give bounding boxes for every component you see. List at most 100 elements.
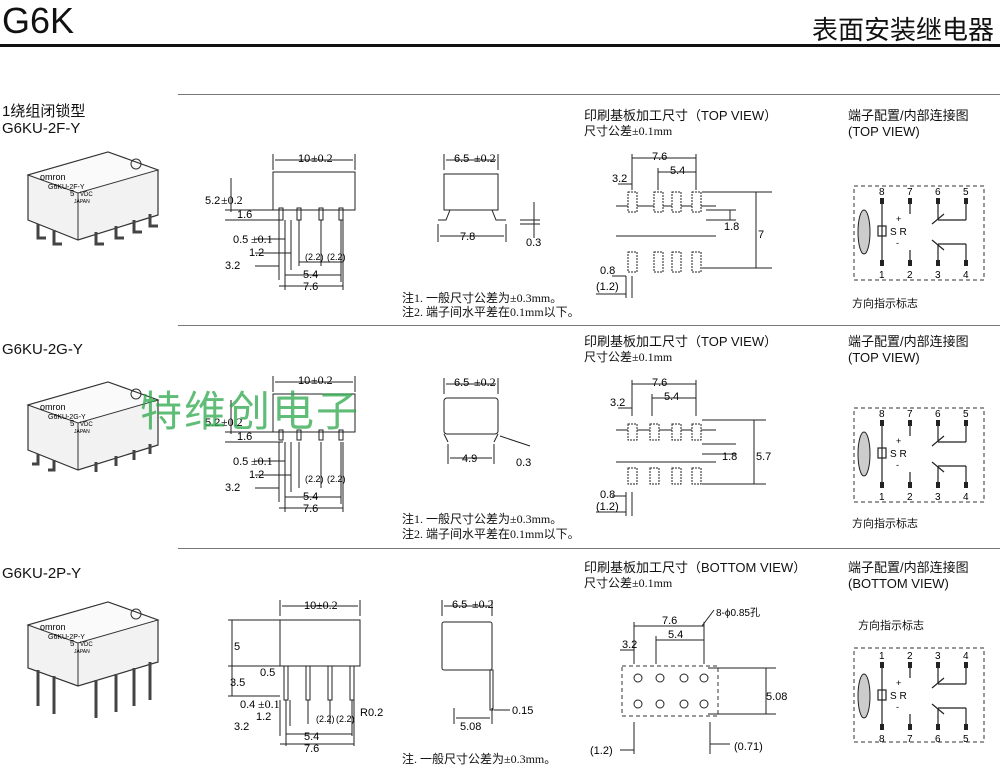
note-1-3: 注. 一般尺寸公差为±0.3mm。: [402, 752, 557, 766]
dim-2-2-b-3: (2.2): [336, 714, 355, 724]
dim-7-6-3: 7.6: [304, 743, 319, 755]
coil-sr-2: S R: [890, 449, 907, 460]
section-separator-3: [178, 548, 1000, 549]
pcb-dim-0-71: (0.71): [734, 741, 763, 753]
dim-0-5-3: 0.5: [260, 667, 275, 679]
dim-1-2-3: 1.2: [256, 711, 271, 723]
pcb-dim-3-2-2: 3.2: [610, 397, 625, 409]
section-separator-1: [178, 94, 1000, 95]
photo-origin: JAPAN: [74, 199, 90, 205]
photo-brand: omron: [40, 172, 66, 182]
pin-7-2: 7: [907, 409, 913, 420]
dim-0-3-2: 0.3: [516, 457, 531, 469]
note-1-2: 注1. 一般尺寸公差为±0.3mm。: [402, 512, 563, 526]
orientation-label-2: 方向指示标志: [852, 518, 918, 530]
pin-5-3: 5: [963, 734, 969, 745]
photo-coil-3: 5: [70, 639, 75, 648]
dim-1-2: 1.2: [249, 247, 264, 259]
dim-10-3: 10: [304, 600, 316, 612]
dim-1-6: 1.6: [237, 209, 252, 221]
pin-4: 4: [963, 270, 969, 281]
dim-2-2-b: (2.2): [327, 252, 346, 262]
pin-6: 6: [935, 187, 941, 198]
pcb-tolerance-2: 尺寸公差±0.1mm: [584, 350, 673, 364]
photo-coil: 5: [70, 189, 75, 198]
pcb-title: 印刷基板加工尺寸（TOP VIEW）: [584, 108, 778, 123]
pin-2-3: 2: [907, 651, 913, 662]
coil-sr-3: S R: [890, 691, 907, 702]
pin-6-3: 6: [935, 734, 941, 745]
terminal-diagram-2: 8 7 6 5 1 2 3 4 S R + -: [853, 407, 985, 503]
pin-7-3: 7: [907, 734, 913, 745]
coil-plus-3: +: [896, 678, 901, 688]
pcb-dim-3-2: 3.2: [612, 173, 627, 185]
dim-0-5-tol-2: ±0.1: [251, 454, 273, 468]
dim-3-2-3: 3.2: [234, 721, 249, 733]
coil-minus: -: [896, 238, 899, 248]
dim-6-5-tol-3: ±0.2: [472, 597, 494, 611]
photo-coil-2: 5: [70, 419, 75, 428]
front-view-drawing-2: 10 ±0.2 5.2 ±0.2 1.6 0.5 ±0.1 1.2 3.2 (2…: [205, 373, 356, 515]
pin-1-2: 1: [879, 492, 885, 503]
terminal-view-3: (BOTTOM VIEW): [848, 576, 949, 591]
dim-5-2-tol-2: ±0.2: [221, 415, 243, 429]
note-1: 注1. 一般尺寸公差为±0.3mm。: [402, 291, 563, 305]
pcb-holes: 8-ϕ0.85孔: [716, 607, 760, 619]
dim-7-6: 7.6: [303, 281, 318, 293]
photo-model-print-2: G6KU-2G-Y: [48, 414, 86, 421]
dim-6-5-tol: ±0.2: [474, 151, 496, 165]
pcb-dim-5-08: 5.08: [766, 691, 787, 703]
dim-6-5-2: 6.5: [454, 377, 469, 389]
pcb-dim-5-4-3: 5.4: [668, 629, 683, 641]
orientation-mark-icon-2: [857, 431, 871, 477]
dim-2-2-a-2: (2.2): [305, 474, 324, 484]
note-2-2: 注2. 端子间水平差在0.1mm以下。: [402, 527, 580, 541]
photo-model-print-3: G6KU-2P-Y: [48, 634, 85, 641]
ul-mark-icon-2: [130, 388, 142, 400]
dim-3-2-2: 3.2: [225, 482, 240, 494]
dim-5-4-3: 5.4: [304, 731, 319, 743]
pcb-dim-1-8-2: 1.8: [722, 451, 737, 463]
pcb-dim-5-7: 5.7: [756, 451, 771, 463]
dim-r0-2: R0.2: [360, 707, 383, 719]
pcb-tolerance-3: 尺寸公差±0.1mm: [584, 576, 673, 590]
photo-vdc-2: VDC: [80, 422, 93, 428]
terminal-title-2: 端子配置/内部连接图: [848, 334, 969, 349]
photo-vdc: VDC: [80, 192, 93, 198]
coil-plus: +: [896, 214, 901, 224]
section-1-model: G6KU-2F-Y: [2, 120, 81, 137]
dim-6-5-tol-2: ±0.2: [474, 375, 496, 389]
dim-10-tol: ±0.2: [311, 151, 333, 165]
dim-4-9: 4.9: [462, 453, 477, 465]
pcb-layout-1: 7.6 5.4 3.2 1.8 7 0.8 (1.2): [596, 151, 772, 298]
dim-0-3: 0.3: [526, 237, 541, 249]
pcb-dim-1-2-3: (1.2): [590, 745, 613, 757]
section-1-type-label: 1绕组闭锁型: [2, 103, 86, 120]
orientation-mark-icon-3: [857, 673, 871, 719]
pin-1-3: 1: [879, 651, 885, 662]
coil-minus-2: -: [896, 460, 899, 470]
pcb-dim-0-8-2: 0.8: [600, 489, 615, 501]
section-3-model: G6KU-2P-Y: [2, 565, 82, 582]
ul-mark-icon: [130, 158, 142, 170]
terminal-title-3: 端子配置/内部连接图: [848, 560, 969, 575]
terminal-view: (TOP VIEW): [848, 124, 920, 139]
dim-5-2-tol: ±0.2: [221, 193, 243, 207]
pcb-dim-1-2: (1.2): [596, 281, 619, 293]
dim-10-tol-2: ±0.2: [311, 373, 333, 387]
pcb-dim-7: 7: [758, 229, 764, 241]
dim-10: 10: [298, 153, 310, 165]
photo-origin-3: JAPAN: [74, 649, 90, 655]
dim-5-4-2: 5.4: [303, 491, 318, 503]
pin-2-2: 2: [907, 492, 913, 503]
pin-2: 2: [907, 270, 913, 281]
side-view-drawing-3: 6.5 ±0.2 5.08 0.15: [441, 597, 533, 733]
dim-0-5: 0.5: [233, 234, 248, 246]
dim-10-2: 10: [298, 375, 310, 387]
dim-6-5-3: 6.5: [452, 599, 467, 611]
pin-3-2: 3: [935, 492, 941, 503]
dim-10-tol-3: ±0.2: [316, 598, 338, 612]
terminal-view-2: (TOP VIEW): [848, 350, 920, 365]
photo-brand-2: omron: [40, 402, 66, 412]
pcb-dim-5-4-2: 5.4: [664, 391, 679, 403]
